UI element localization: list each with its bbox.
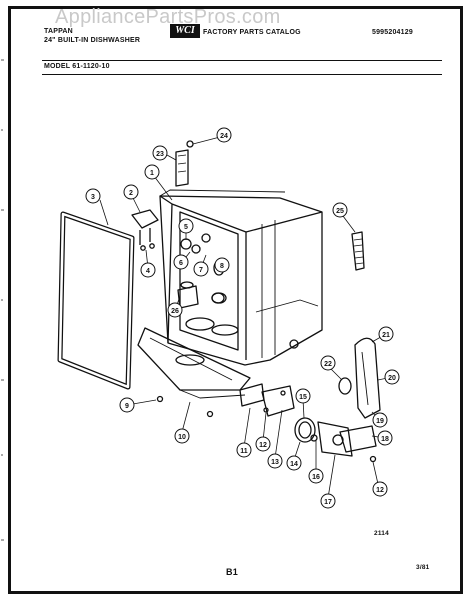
callout-markers: 1 2 3 4 5 6 7 8 9 10 11 12 13 14 15 16 1… <box>85 127 400 509</box>
callout-1: 1 <box>150 170 154 177</box>
header-rule-bottom <box>42 74 442 75</box>
catalog-number: 5995204129 <box>372 29 413 36</box>
callout-12: 12 <box>259 442 267 449</box>
callout-24: 24 <box>220 133 228 140</box>
callout-18: 18 <box>381 436 389 443</box>
scan-edge-marks <box>0 0 8 600</box>
watermark: AppliancePartsPros.com <box>55 6 281 28</box>
callout-11: 11 <box>240 448 248 455</box>
catalog-title: FACTORY PARTS CATALOG <box>203 29 301 36</box>
callout-19: 19 <box>376 418 384 425</box>
callout-23: 23 <box>156 151 164 158</box>
model-label: MODEL 61-1120-10 <box>44 63 110 70</box>
callout-15: 15 <box>299 394 307 401</box>
callout-8: 8 <box>220 263 224 270</box>
callout-12b: 12 <box>376 487 384 494</box>
door-gasket-part <box>57 211 135 390</box>
revision-date: 3/81 <box>416 564 430 571</box>
callout-21: 21 <box>382 332 390 339</box>
callout-9: 9 <box>125 403 129 410</box>
callout-3: 3 <box>91 194 95 201</box>
callout-17: 17 <box>324 499 332 506</box>
callout-5: 5 <box>184 224 188 231</box>
product-label: 24" BUILT-IN DISHWASHER <box>44 37 141 44</box>
callout-7: 7 <box>199 267 203 274</box>
callout-20: 20 <box>388 375 396 382</box>
diagram-code: 2114 <box>374 530 389 537</box>
callout-25: 25 <box>336 208 344 215</box>
pump-motor-part <box>239 383 353 457</box>
callout-14: 14 <box>290 461 298 468</box>
hinge-bracket-part <box>131 209 159 245</box>
fill-tube-part <box>175 140 194 187</box>
heater-hose-part <box>338 337 381 453</box>
callout-4: 4 <box>146 268 150 275</box>
callout-10: 10 <box>178 434 186 441</box>
tub-assembly-part <box>159 189 323 366</box>
callout-6: 6 <box>179 260 183 267</box>
screw-part <box>140 243 377 463</box>
page-frame <box>8 6 463 594</box>
callout-13: 13 <box>271 459 279 466</box>
manufacturer-logo: WCI <box>170 24 200 38</box>
page-number: B1 <box>226 567 238 577</box>
brand-label: TAPPAN <box>44 28 73 35</box>
base-panel-part <box>137 327 251 399</box>
callout-22: 22 <box>324 361 332 368</box>
pump-housing-part <box>177 281 199 309</box>
callout-26: 26 <box>171 308 179 315</box>
callout-16: 16 <box>312 474 320 481</box>
drain-screw-part <box>351 231 365 271</box>
callout-2: 2 <box>129 190 133 197</box>
header-rule-top <box>42 60 442 61</box>
